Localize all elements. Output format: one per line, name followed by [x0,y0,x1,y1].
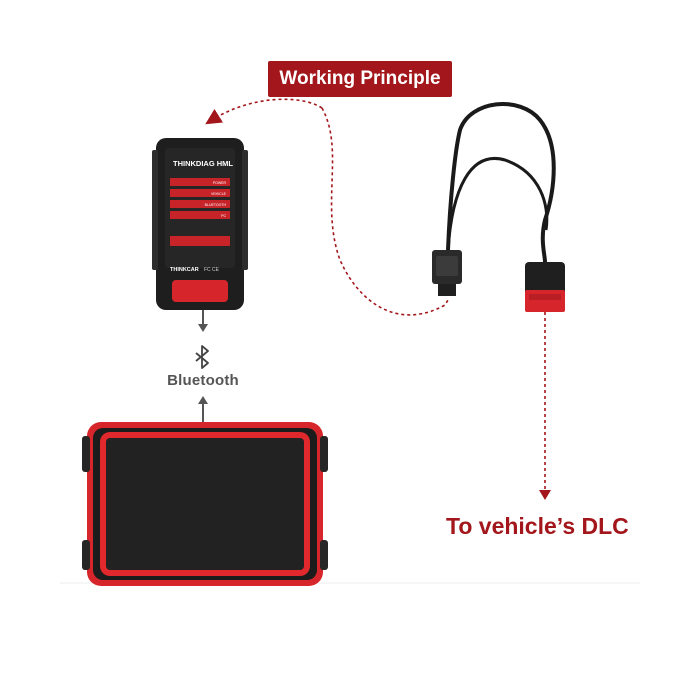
working-principle-badge: Working Principle [268,61,452,97]
tablet-screen [106,438,304,570]
device-certs: FC CE [204,267,220,273]
arrow-up-icon [198,396,208,422]
device-brand: THINKDIAG HML [173,159,233,168]
indicator-power-label: POWER [213,181,227,185]
connection-path [321,107,449,316]
obd-cable [432,102,565,312]
arrow-down-icon [198,310,208,332]
indicator-bluetooth-label: BLUETOOTH [205,203,227,207]
thinkdiag-device: THINKDIAG HML POWER VEHICLE BLUETOOTH PC… [152,138,248,310]
dlc-label: To vehicle’s DLC [446,513,629,539]
obd-connector [525,262,565,298]
indicator-pc [170,211,230,219]
bluetooth-icon [195,345,209,369]
indicator-bluetooth [170,200,230,208]
indicator-power [170,178,230,186]
indicator-vehicle-label: VEHICLE [211,192,227,196]
path-to-device-arrow [205,98,323,125]
dlc-arrow-icon [539,490,551,500]
indicator-pc-label: PC [221,214,226,218]
bluetooth-label: Bluetooth [167,372,239,389]
tablet-device [82,422,328,586]
device-maker: THINKCAR [170,267,199,273]
indicator-vehicle [170,189,230,197]
